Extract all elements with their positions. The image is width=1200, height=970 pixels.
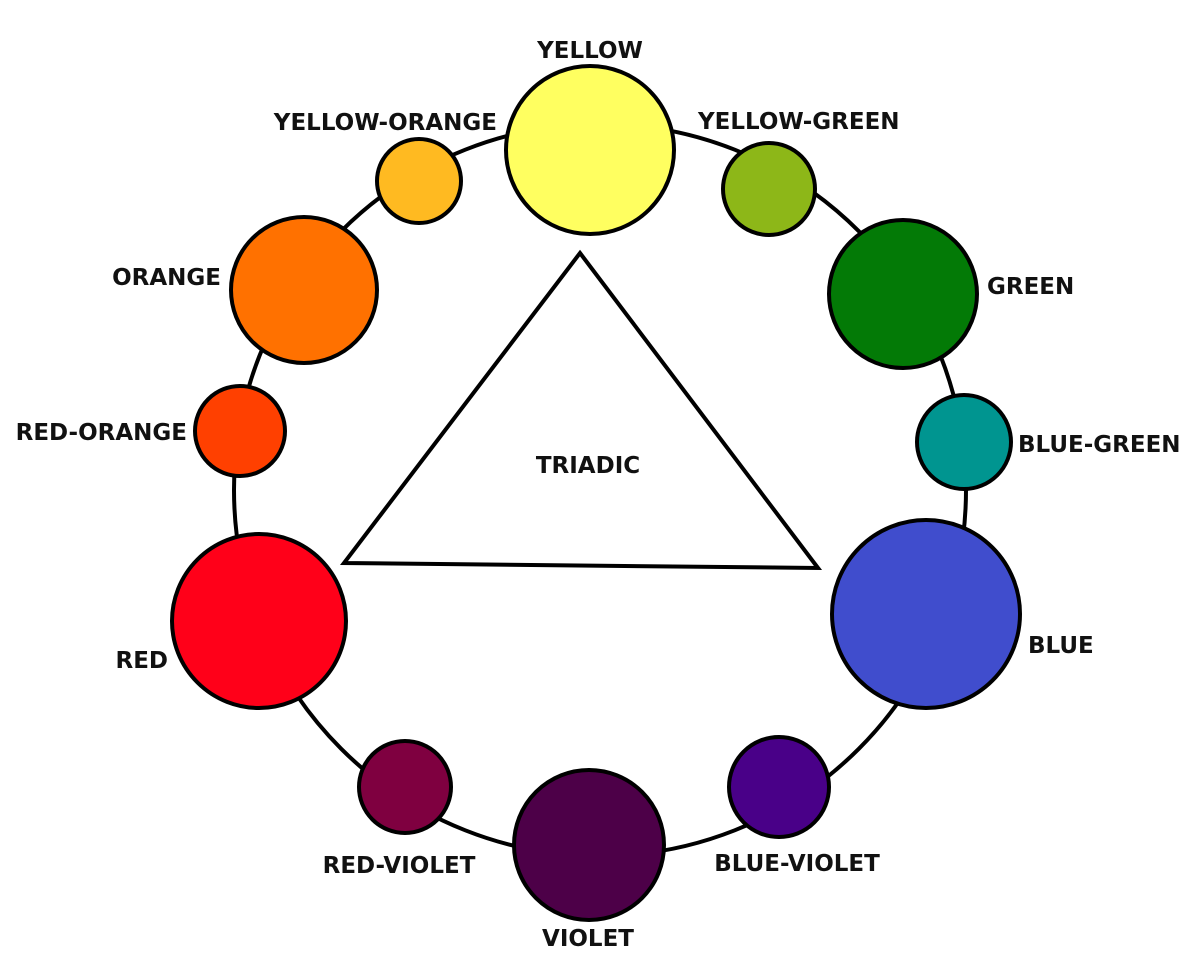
red-violet-swatch-circle [357, 739, 453, 835]
swatch-green: GREEN [827, 218, 1074, 370]
blue-label: BLUE [1028, 633, 1094, 659]
yellow-green-label: YELLOW-GREEN [697, 109, 900, 135]
triadic-label: TRIADIC [536, 453, 640, 479]
violet-label: VIOLET [542, 926, 634, 952]
red-orange-label: RED-ORANGE [16, 420, 187, 446]
yellow-label: YELLOW [536, 38, 643, 64]
blue-violet-swatch-circle [727, 735, 831, 839]
violet-swatch-circle [512, 768, 666, 922]
swatch-violet: VIOLET [512, 768, 666, 952]
red-swatch-circle [170, 532, 348, 710]
blue-green-label: BLUE-GREEN [1018, 432, 1181, 458]
swatch-yellow: YELLOW [504, 38, 676, 236]
swatch-blue-violet: BLUE-VIOLET [714, 735, 880, 877]
green-swatch-circle [827, 218, 979, 370]
orange-label: ORANGE [112, 265, 221, 291]
blue-violet-label: BLUE-VIOLET [714, 851, 880, 877]
swatch-red-violet: RED-VIOLET [323, 739, 476, 879]
swatch-orange: ORANGE [112, 215, 379, 365]
swatch-yellow-green: YELLOW-GREEN [697, 109, 900, 237]
swatch-blue-green: BLUE-GREEN [915, 393, 1181, 491]
swatch-yellow-orange: YELLOW-ORANGE [273, 110, 497, 225]
blue-green-swatch-circle [915, 393, 1013, 491]
yellow-orange-swatch-circle [375, 137, 463, 225]
red-violet-label: RED-VIOLET [323, 853, 476, 879]
swatch-blue: BLUE [830, 518, 1094, 710]
swatch-red-orange: RED-ORANGE [16, 384, 287, 478]
red-orange-swatch-circle [193, 384, 287, 478]
swatch-red: RED [115, 532, 348, 710]
red-label: RED [115, 648, 168, 674]
blue-swatch-circle [830, 518, 1022, 710]
triadic-triangle [339, 249, 823, 571]
yellow-orange-label: YELLOW-ORANGE [273, 110, 497, 136]
yellow-swatch-circle [504, 64, 676, 236]
yellow-green-swatch-circle [721, 141, 817, 237]
orange-swatch-circle [229, 215, 379, 365]
green-label: GREEN [987, 274, 1074, 300]
